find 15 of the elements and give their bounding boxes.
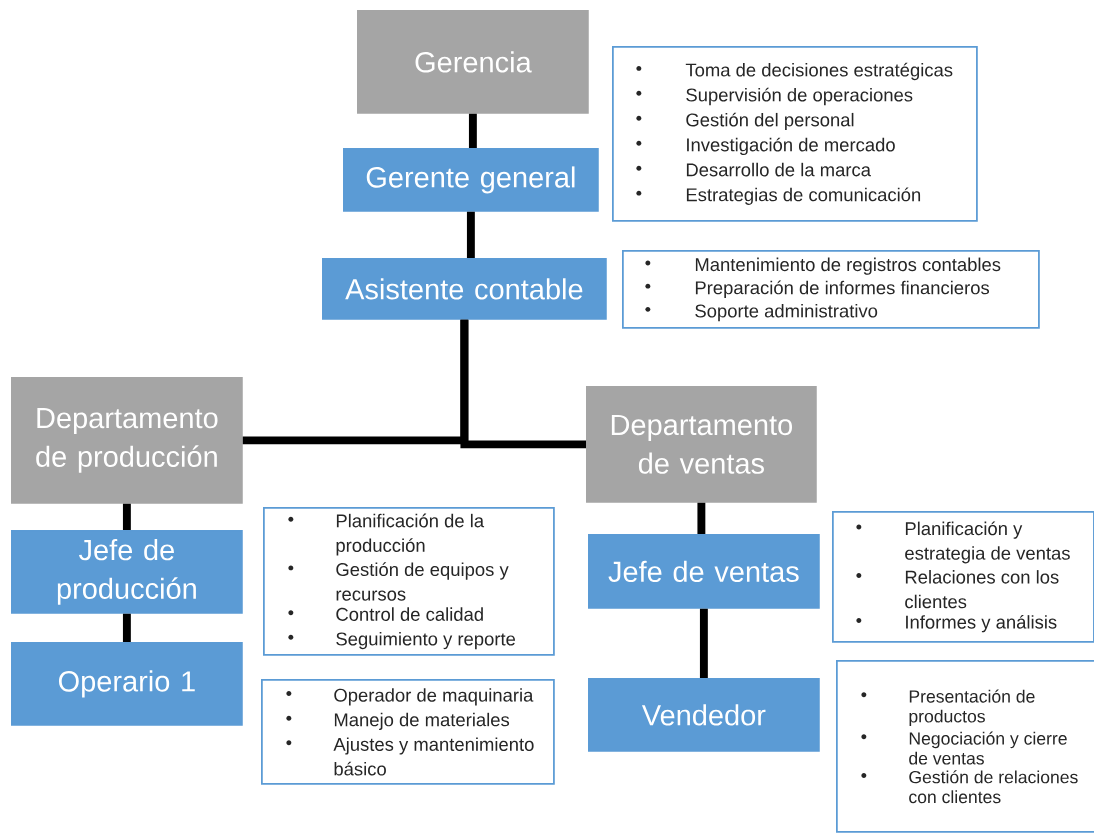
bullet-list-box: Planificación de la producción Gestión de equipos y recursos Control de calidad Seguimiento y reporte — [263, 507, 555, 656]
role-box: Operario 1 — [11, 642, 243, 726]
role-box: Gerente general — [343, 148, 599, 212]
role-box: Jefe de producción — [11, 530, 243, 614]
bullet-list-box: Toma de decisiones estratégicas Supervisión de operaciones Gestión del personal Investigación de mercado Desarrollo de la marca Estrategias de comunicación — [612, 46, 978, 222]
role-box: Departamento de ventas — [586, 386, 817, 503]
bullet-list-box: Mantenimiento de registros contables Preparación de informes financieros Soporte administrativo — [622, 250, 1040, 329]
bullet-list-box: Planificación y estrategia de ventas Relaciones con los clientes Informes y análisis — [832, 511, 1094, 643]
bullet-list-box: Presentación de productos Negociación y cierre de ventas Gestión de relaciones con clientes — [836, 660, 1094, 833]
role-box: Gerencia — [357, 10, 589, 114]
role-box: Departamento de producción — [11, 377, 243, 504]
role-box: Jefe de ventas — [588, 534, 820, 609]
bullet-list-box: Operador de maquinaria Manejo de materiales Ajustes y mantenimiento básico — [261, 679, 555, 785]
role-box: Vendedor — [588, 678, 820, 752]
role-box: Asistente contable — [322, 258, 607, 320]
